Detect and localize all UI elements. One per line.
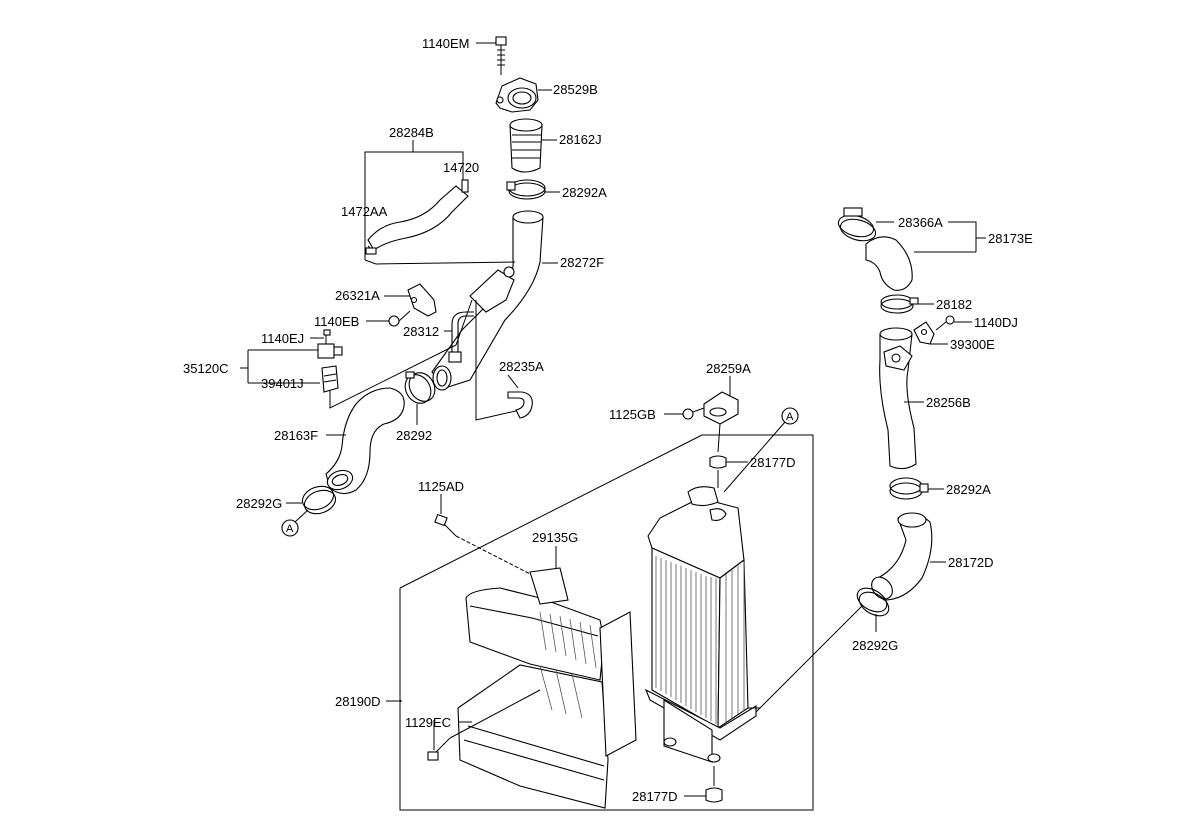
label-28292g-right: 28292G: [852, 638, 898, 653]
label-28182: 28182: [936, 297, 972, 312]
label-14720: 14720: [443, 160, 479, 175]
bolt-1140dj: [935, 315, 972, 331]
label-28177d-top: 28177D: [750, 455, 796, 470]
label-1140dj: 1140DJ: [974, 315, 1018, 330]
bracket-39300e: [913, 321, 948, 345]
hose-28235a: [507, 374, 533, 419]
label-28173e: 28173E: [988, 231, 1033, 246]
label-28529b: 28529B: [553, 82, 598, 97]
label-28259a: 28259A: [706, 361, 751, 376]
label-28366a: 28366A: [898, 215, 943, 230]
bolt-1129ec: [427, 689, 541, 761]
label-28284b: 28284B: [389, 125, 434, 140]
label-1140eb: 1140EB: [314, 314, 359, 329]
label-28163f: 28163F: [274, 428, 318, 443]
clamp-28292g-right: [755, 587, 890, 713]
clamp-28292g-left: [286, 485, 337, 515]
label-28312: 28312: [403, 324, 439, 339]
clamp-28292a-top: [506, 179, 560, 200]
hose-28172d: [871, 512, 946, 601]
hose-28162j: [509, 118, 557, 173]
label-28292a-top: 28292A: [562, 185, 607, 200]
label-29135g: 29135G: [532, 530, 578, 545]
bolt-1125gb: [664, 407, 705, 420]
ref-a-right-label: A: [786, 411, 794, 423]
breather-hose-28284b: [364, 140, 469, 265]
label-1129ec: 1129EC: [405, 715, 451, 730]
label-28292a-right: 28292A: [946, 482, 991, 497]
part-labels: 1140EM 28529B 28162J 28284B 14720 28292A…: [183, 36, 1033, 804]
label-28172d: 28172D: [948, 555, 994, 570]
pipe-28272f: [375, 210, 558, 391]
label-28256b: 28256B: [926, 395, 971, 410]
intercooler-core: [644, 486, 760, 763]
throttle-adapter-28529b: [495, 77, 552, 113]
ref-a-left: [281, 509, 309, 537]
label-28292g-left: 28292G: [236, 496, 282, 511]
hose-28173e: [865, 221, 986, 291]
label-1140em: 1140EM: [422, 36, 469, 51]
label-39300e: 39300E: [950, 337, 995, 352]
label-28177d-bottom: 28177D: [632, 789, 678, 804]
mount-28177d-top: [709, 455, 748, 488]
clamp-28292a-right: [889, 477, 944, 500]
label-1472aa: 1472AA: [341, 204, 388, 219]
intercooler-assembly-frame: [399, 434, 814, 811]
label-28292: 28292: [396, 428, 432, 443]
gasket-39401j: [321, 365, 339, 393]
label-28272f: 28272F: [560, 255, 604, 270]
ref-a-right: [723, 407, 799, 493]
bolt-1140em: [476, 36, 507, 75]
bolt-1125ad: [434, 494, 539, 579]
leader-lines-left: [329, 299, 521, 421]
bracket-28259a: [703, 376, 739, 453]
label-ticks: [386, 700, 472, 723]
clamp-28366a: [837, 207, 894, 242]
bracket-26321a: [384, 283, 437, 317]
label-1125ad: 1125AD: [418, 479, 464, 494]
label-1125gb: 1125GB: [609, 407, 656, 422]
label-1140ej: 1140EJ: [261, 331, 304, 346]
label-35120c: 35120C: [183, 361, 229, 376]
label-28190d: 28190D: [335, 694, 381, 709]
clamp-28292: [404, 371, 436, 425]
label-28162j: 28162J: [559, 132, 602, 147]
label-39401j: 39401J: [261, 376, 304, 391]
pipe-28256b: [879, 327, 924, 470]
bolt-1140eb: [366, 310, 411, 327]
sensor-35120c: [240, 329, 343, 384]
air-guide-29135g: [457, 546, 637, 809]
label-26321a: 26321A: [335, 288, 380, 303]
label-28235a: 28235A: [499, 359, 544, 374]
ref-a-left-label: A: [286, 523, 294, 535]
clamp-28182: [880, 294, 934, 314]
hose-28163f: [325, 387, 405, 495]
mount-28177d-bottom: [684, 766, 723, 803]
